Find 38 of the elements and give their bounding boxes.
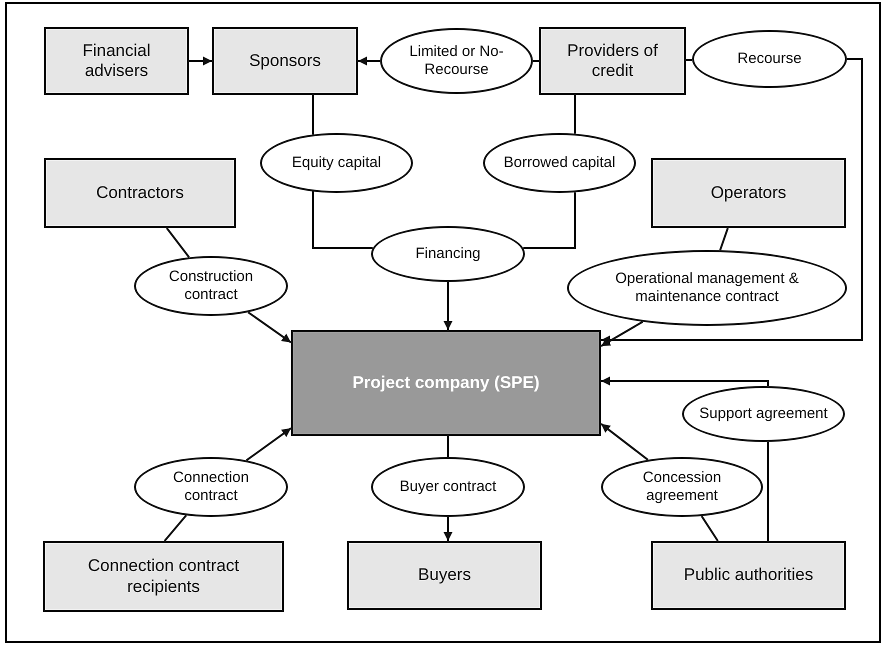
connector-arrow — [189, 56, 212, 66]
connector-arrow — [601, 376, 769, 386]
party-box — [212, 27, 358, 95]
connector-arrow — [248, 311, 292, 344]
party-box — [651, 541, 846, 610]
node-label: Financial advisers — [81, 40, 152, 82]
connector-arrow — [601, 58, 863, 344]
party-box — [43, 541, 284, 612]
node-label: Providers of credit — [566, 40, 659, 82]
node-label: Operational management & maintenance contract — [614, 270, 800, 306]
party-box — [539, 27, 686, 95]
node-label: Recourse — [737, 50, 802, 68]
node-label: Concession agreement — [642, 469, 722, 505]
node-label: Construction contract — [168, 268, 254, 304]
node-label: Borrowed capital — [504, 154, 616, 172]
party-box — [347, 541, 542, 610]
connector-arrow — [358, 56, 380, 66]
connector-arrow — [600, 320, 644, 347]
node-label: Buyers — [418, 565, 471, 586]
connector-arrow — [246, 427, 292, 462]
node-label: Public authorities — [684, 565, 814, 586]
node-label: Support agreement — [699, 405, 828, 423]
node-label: Connection contract — [172, 469, 250, 505]
connector-arrow — [444, 517, 452, 541]
node-label: Project company (SPE) — [352, 372, 540, 394]
party-box — [44, 27, 189, 95]
node-label: Connection contract recipients — [86, 556, 240, 597]
connector-arrow — [444, 282, 452, 330]
party-box — [651, 158, 846, 228]
node-label: Buyer contract — [400, 478, 496, 496]
node-label: Limited or No-Recourse — [408, 43, 505, 79]
node-label: Financing — [415, 245, 481, 263]
node-label: Contractors — [96, 182, 184, 204]
node-label: Equity capital — [292, 154, 382, 172]
node-label: Sponsors — [249, 50, 321, 72]
party-box — [44, 158, 236, 228]
party-box — [291, 330, 601, 436]
node-label: Operators — [710, 182, 786, 204]
